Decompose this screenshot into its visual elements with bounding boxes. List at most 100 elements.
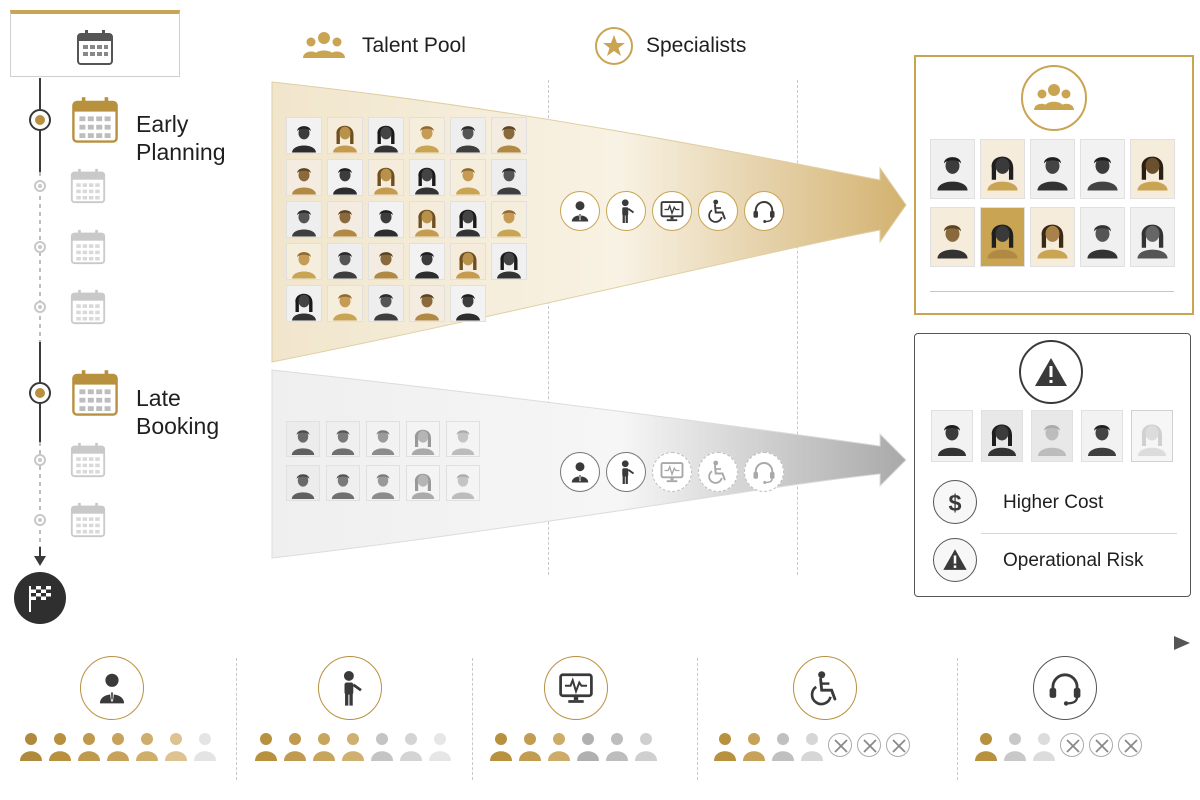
unavailable-slot: [1118, 733, 1142, 757]
resource-person: [311, 731, 337, 761]
resource-person: [517, 731, 543, 761]
wheelchair-icon: [708, 199, 726, 223]
talent-pool-title: Talent Pool: [362, 34, 466, 57]
resource-person: [799, 731, 825, 761]
person-avatar: [1030, 207, 1075, 267]
specialists-title: Specialists: [646, 34, 747, 57]
person-avatar: [286, 243, 322, 280]
column-divider: [797, 80, 798, 575]
person-avatar: [286, 421, 320, 457]
category-divider: [697, 658, 698, 780]
person-avatar: [491, 243, 527, 280]
timeline-step: [34, 180, 46, 192]
person-avatar: [1081, 410, 1123, 462]
risk-item-label: Operational Risk: [1003, 550, 1144, 571]
person-avatar: [450, 243, 486, 280]
timeline-step: [34, 241, 46, 253]
person-avatar: [286, 465, 320, 501]
calendar-icon: [70, 289, 106, 325]
person-avatar: [980, 139, 1025, 199]
person-avatar: [368, 159, 404, 196]
specialist-badge: [560, 452, 600, 492]
resource-person: [47, 731, 73, 761]
monitor-icon: [559, 673, 593, 703]
category-icon-badge: [80, 656, 144, 720]
early-result-candidates: [930, 139, 1180, 269]
category-icon-badge: [544, 656, 608, 720]
category-icon-badge: [1033, 656, 1097, 720]
wheelchair-icon: [708, 460, 726, 484]
column-divider: [548, 80, 549, 575]
headset-icon: [753, 201, 775, 223]
person-avatar: [286, 285, 322, 322]
person-avatar: [286, 201, 322, 238]
monitor-icon: [660, 201, 684, 222]
timeline-step: [34, 454, 46, 466]
resource-person: [18, 731, 44, 761]
presenter-icon: [621, 460, 635, 484]
resource-person: [192, 731, 218, 761]
specialist-badge: [744, 452, 784, 492]
timeline-milestone: [29, 382, 51, 404]
person-avatar: [409, 159, 445, 196]
person-avatar: [930, 139, 975, 199]
unavailable-slot: [1089, 733, 1113, 757]
progression-axis: [12, 636, 1190, 650]
businessman-icon: [571, 462, 589, 483]
late-result-icon: [1019, 340, 1083, 404]
specialist-badge: [698, 191, 738, 231]
person-avatar: [326, 465, 360, 501]
person-avatar: [326, 421, 360, 457]
person-avatar: [327, 117, 363, 154]
businessman-icon: [99, 673, 125, 704]
resource-person: [488, 731, 514, 761]
resource-person: [741, 731, 767, 761]
timeline-step: [34, 301, 46, 313]
category-divider: [236, 658, 237, 780]
resource-person: [282, 731, 308, 761]
person-avatar: [1030, 139, 1075, 199]
close-icon: [892, 739, 906, 753]
close-icon: [834, 739, 848, 753]
calendar-icon: [70, 168, 106, 204]
person-avatar: [1130, 139, 1175, 199]
close-icon: [863, 739, 877, 753]
resource-person: [340, 731, 366, 761]
resource-person: [1002, 731, 1028, 761]
unavailable-slot: [857, 733, 881, 757]
risk-item-label: Higher Cost: [1003, 492, 1104, 513]
risk-item: Operational Risk: [933, 538, 1173, 584]
star-icon: [595, 27, 633, 65]
person-avatar: [368, 117, 404, 154]
unavailable-slot: [1060, 733, 1084, 757]
person-avatar: [446, 421, 480, 457]
headset-icon: [753, 462, 775, 484]
person-avatar: [450, 201, 486, 238]
person-avatar: [409, 201, 445, 238]
specialist-badge: [744, 191, 784, 231]
resource-person: [398, 731, 424, 761]
specialist-badge: [606, 452, 646, 492]
calendar-icon: [77, 30, 113, 65]
person-avatar: [446, 465, 480, 501]
person-avatar: [930, 207, 975, 267]
category-divider: [472, 658, 473, 780]
monitor-icon: [660, 462, 684, 483]
risk-item: $ Higher Cost: [933, 480, 1173, 526]
person-avatar: [1130, 207, 1175, 267]
resource-person: [633, 731, 659, 761]
specialist-badge: [606, 191, 646, 231]
person-avatar: [980, 207, 1025, 267]
close-icon: [1124, 739, 1138, 753]
person-avatar: [450, 159, 486, 196]
person-avatar: [1031, 410, 1073, 462]
person-avatar: [491, 117, 527, 154]
early-result-icon: [1021, 65, 1087, 131]
person-avatar: [981, 410, 1023, 462]
timeline-milestone: [29, 109, 51, 131]
timeline-step: [34, 514, 46, 526]
category-icon-badge: [793, 656, 857, 720]
specialist-badge: [652, 191, 692, 231]
